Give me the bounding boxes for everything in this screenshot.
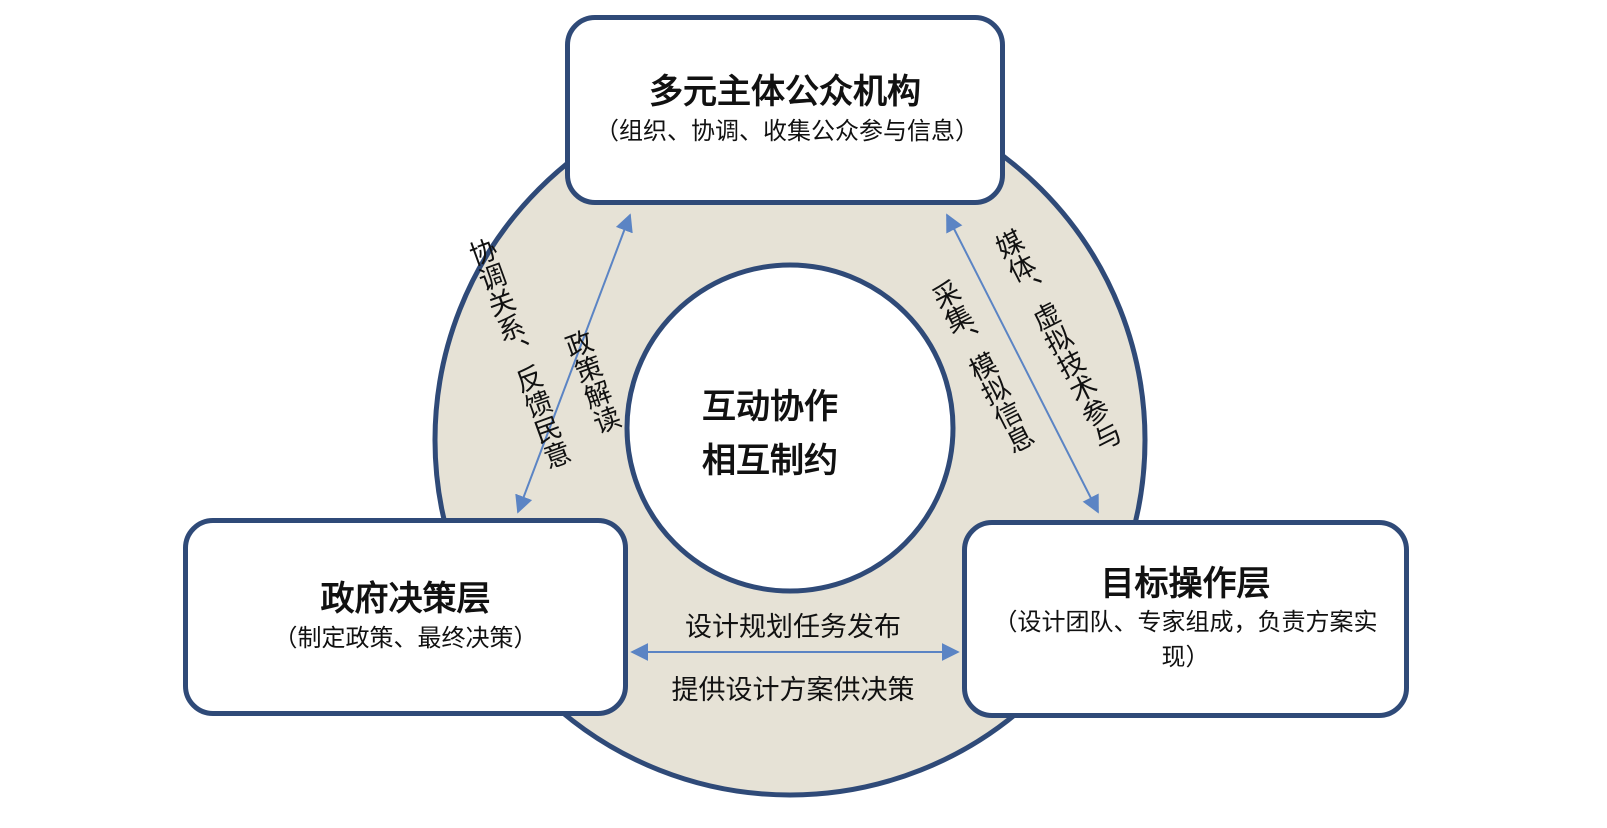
node-top-title: 多元主体公众机构 xyxy=(649,72,921,113)
node-left-title: 政府决策层 xyxy=(320,579,491,620)
center-label: 互动协作 相互制约 xyxy=(640,380,900,489)
edge-left-right-lower-label: 提供设计方案供决策 xyxy=(671,675,915,706)
arrow-top-right xyxy=(946,213,1099,514)
node-government-decision: 政府决策层 （制定政策、最终决策） xyxy=(183,518,628,716)
node-public-institutions: 多元主体公众机构 （组织、协调、收集公众参与信息） xyxy=(565,15,1005,205)
center-line-2: 相互制约 xyxy=(702,441,838,482)
edge-left-right-upper-label: 设计规划任务发布 xyxy=(685,612,901,643)
arrow-top-left xyxy=(515,213,633,514)
node-target-operation: 目标操作层 （设计团队、专家组成，负责方案实现） xyxy=(962,520,1409,718)
node-right-subtitle: （设计团队、专家组成，负责方案实现） xyxy=(993,608,1378,672)
center-line-1: 互动协作 xyxy=(702,387,838,427)
node-top-subtitle: （组织、协调、收集公众参与信息） xyxy=(595,116,979,145)
node-left-subtitle: （制定政策、最终决策） xyxy=(273,623,538,652)
node-right-title: 目标操作层 xyxy=(1100,563,1271,604)
